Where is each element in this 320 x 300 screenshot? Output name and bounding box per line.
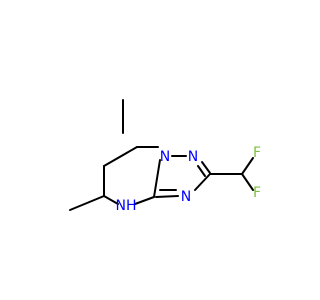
bond-chf2-f-bottom: [241, 173, 254, 191]
atom-n-triazole-4: N: [181, 189, 191, 205]
bond-c7-c6: [103, 146, 138, 167]
bond-c5-nh: [103, 195, 119, 205]
bond-n2-c2: [201, 161, 211, 174]
bond-c5-methyl: [69, 195, 105, 211]
atom-n-triazole-2: N: [188, 149, 198, 165]
bond-c3a-n-bridge: [153, 159, 161, 198]
bond-chf2-f-top: [241, 157, 254, 175]
atom-nh: NH: [116, 198, 137, 214]
bond-n2-c2-double: [197, 165, 206, 177]
bond-n4-c3a: [155, 195, 179, 198]
bond-nh-c3a: [134, 196, 155, 205]
molecule-structure: N N N NH F F: [69, 99, 261, 214]
atom-f-bottom: F: [253, 185, 261, 201]
bond-c2-n4: [194, 173, 211, 191]
atom-f-top: F: [253, 145, 261, 161]
atom-n-bridge: N: [160, 149, 170, 165]
molecule-diagram: N N N NH F F: [69, 99, 261, 214]
